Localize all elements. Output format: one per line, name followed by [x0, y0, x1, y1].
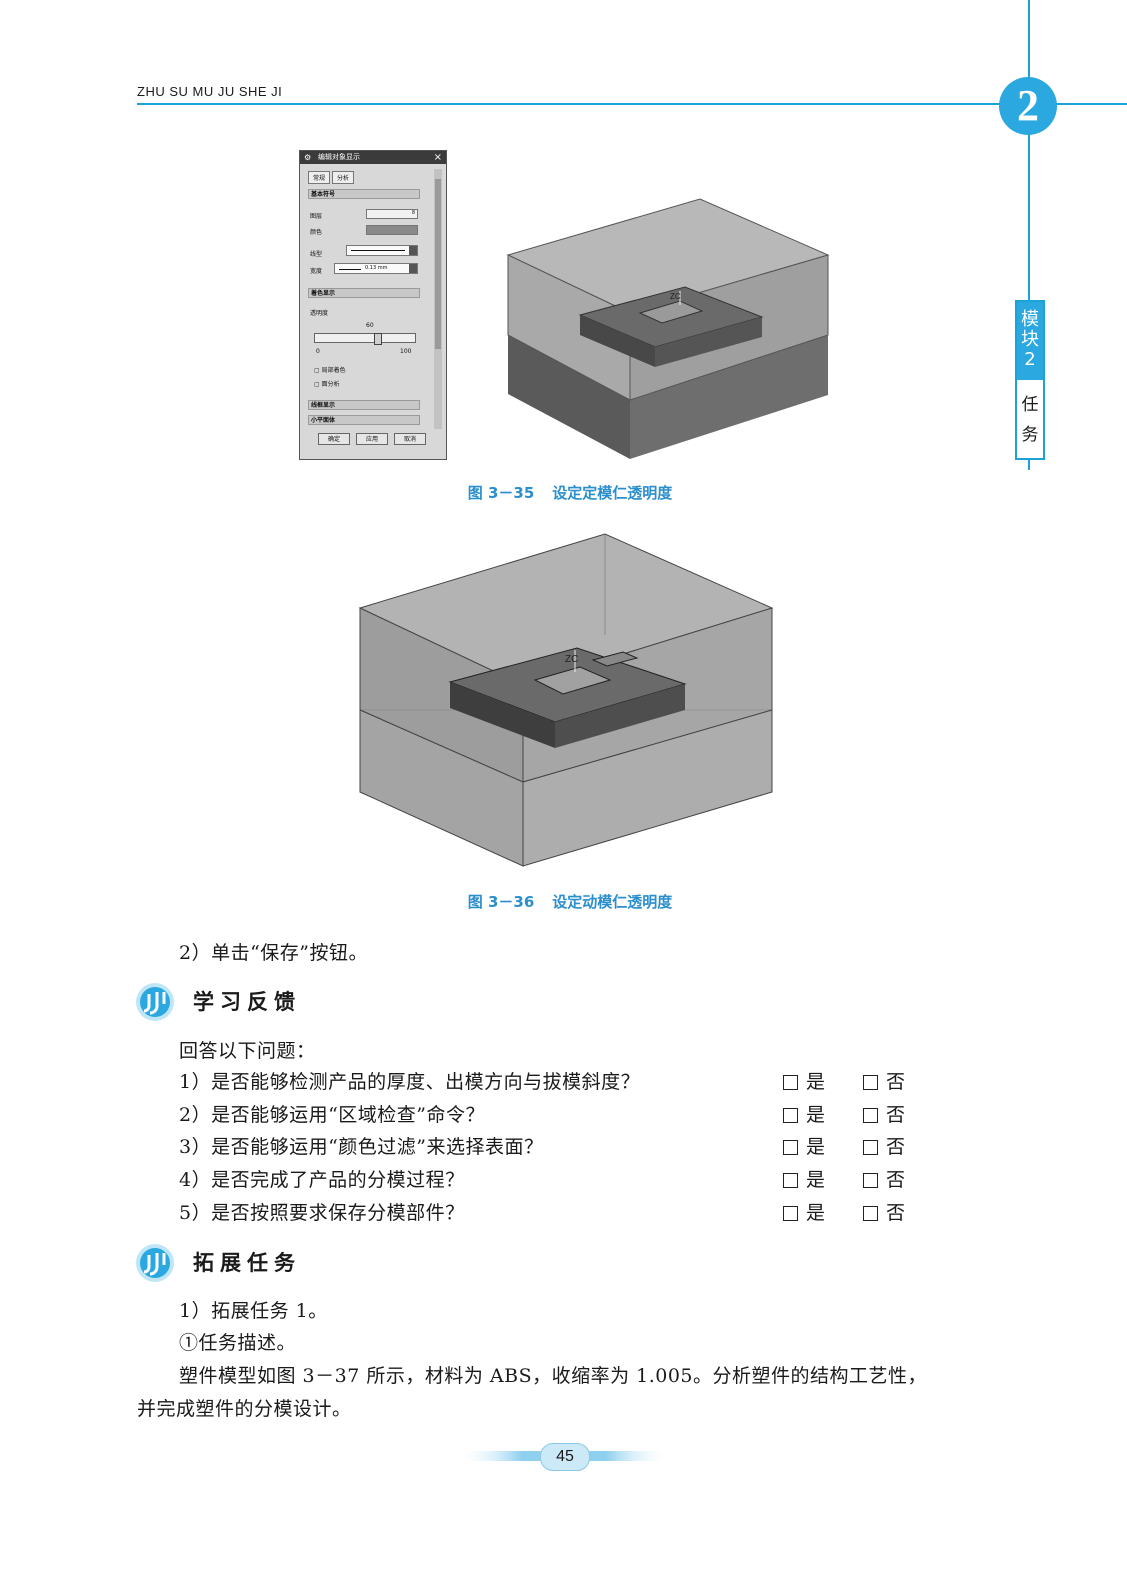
feedback-question: 3）是否能够运用“颜色过滤”来选择表面？ 是 否	[179, 1131, 939, 1163]
no-option[interactable]: 否	[863, 1131, 906, 1163]
section-facet-body: 小平面体	[308, 415, 420, 425]
gear-icon: ⚙	[304, 153, 312, 162]
checkbox[interactable]	[863, 1206, 878, 1221]
mold-figure-3-36: ZC	[358, 533, 774, 867]
feedback-question: 4）是否完成了产品的分模过程？ 是 否	[179, 1164, 939, 1196]
width-label: 宽度	[310, 268, 323, 275]
color-label: 颜色	[310, 229, 323, 236]
side-rule	[1028, 0, 1030, 470]
step-save: 2）单击“保存”按钮。	[179, 942, 369, 964]
checkbox[interactable]	[863, 1075, 878, 1090]
no-option[interactable]: 否	[863, 1099, 906, 1131]
checkbox[interactable]	[783, 1140, 798, 1155]
section-shaded-display: 着色显示	[308, 288, 420, 298]
module-side-tab: 模 块 2 任 务	[1015, 300, 1045, 460]
checkbox[interactable]	[783, 1075, 798, 1090]
product-side-right	[555, 684, 685, 748]
section-badge-icon	[136, 1244, 174, 1282]
linetype-label: 线型	[310, 251, 323, 258]
tab-general: 常规	[308, 171, 331, 184]
task-tab-label: 任 务	[1021, 395, 1039, 445]
transparency-slider	[314, 333, 416, 345]
product-side-left	[450, 682, 555, 748]
edit-object-display-dialog: ⚙ 编辑对象显示 × 常规分析 基本符号 图层 8 颜色 线型 宽度 0.13 …	[299, 150, 447, 460]
section-title-learning-feedback: 学习反馈	[193, 990, 301, 1014]
apply-button: 应用	[356, 433, 388, 445]
dialog-scrollbar	[434, 169, 442, 429]
yes-option[interactable]: 是	[783, 1197, 826, 1229]
product-pocket	[638, 300, 704, 324]
tab-analysis: 分析	[332, 171, 355, 184]
header-rule	[137, 103, 1127, 105]
no-option[interactable]: 否	[863, 1066, 906, 1098]
face-analysis-checkbox: ▢ 面分析	[314, 381, 340, 388]
ok-button: 确定	[318, 433, 350, 445]
feedback-question: 2）是否能够运用“区域检查”命令？ 是 否	[179, 1099, 939, 1131]
mold-figure-3-35: ZC	[506, 198, 830, 459]
width-select: 0.13 mm	[334, 263, 418, 274]
chapter-number-badge: 2	[999, 77, 1057, 135]
core-block-front-left	[508, 335, 630, 459]
layer-field: 8	[366, 209, 418, 219]
yes-option[interactable]: 是	[783, 1066, 826, 1098]
module-tab-label: 模 块 2	[1017, 302, 1043, 380]
yes-option[interactable]: 是	[783, 1131, 826, 1163]
product-side-left	[580, 315, 655, 367]
slider-max: 100	[400, 348, 412, 355]
section-wireframe: 线框显示	[308, 400, 420, 410]
feedback-question: 1）是否能够检测产品的厚度、出模方向与拔模斜度？ 是 否	[179, 1066, 939, 1098]
no-option[interactable]: 否	[863, 1197, 906, 1229]
core-block-front-right	[630, 335, 828, 459]
section-basic-symbols: 基本符号	[308, 189, 420, 199]
transparency-label: 透明度	[310, 310, 329, 317]
no-option[interactable]: 否	[863, 1164, 906, 1196]
dialog-tabs: 常规分析	[308, 171, 356, 184]
feedback-intro: 回答以下问题：	[179, 1040, 316, 1062]
extension-item: 1）拓展任务 1。	[179, 1300, 328, 1322]
product-side-right	[655, 317, 762, 367]
checkbox[interactable]	[783, 1173, 798, 1188]
page-number: 45	[540, 1443, 590, 1471]
product-slot	[591, 651, 639, 667]
dialog-title-bar: ⚙ 编辑对象显示 ×	[300, 151, 446, 164]
layer-label: 图层	[310, 213, 323, 220]
checkbox[interactable]	[863, 1108, 878, 1123]
partial-shading-checkbox: ▢ 局部着色	[314, 367, 346, 374]
checkbox[interactable]	[863, 1173, 878, 1188]
extension-subitem: ①任务描述。	[179, 1332, 297, 1354]
checkbox[interactable]	[783, 1108, 798, 1123]
core-block-front-right	[522, 709, 773, 867]
close-icon: ×	[433, 152, 442, 163]
checkbox[interactable]	[863, 1140, 878, 1155]
product-pocket	[533, 666, 612, 695]
checkbox[interactable]	[783, 1206, 798, 1221]
yes-option[interactable]: 是	[783, 1164, 826, 1196]
feedback-question: 5）是否按照要求保存分模部件？ 是 否	[179, 1197, 939, 1229]
zc-axis-label: ZC	[670, 292, 681, 301]
running-header: ZHU SU MU JU SHE JI	[137, 84, 283, 99]
yes-option[interactable]: 是	[783, 1099, 826, 1131]
cancel-button: 取消	[394, 433, 426, 445]
section-title-extension-task: 拓展任务	[193, 1251, 301, 1275]
linetype-select	[346, 245, 418, 256]
zc-axis-label: ZC	[565, 654, 578, 665]
extension-description-line-2: 并完成塑件的分模设计。	[137, 1398, 352, 1420]
section-badge-icon	[136, 983, 174, 1021]
color-swatch	[366, 225, 418, 235]
slider-handle	[374, 333, 382, 345]
extension-description-line-1: 塑件模型如图 3－37 所示，材料为 ABS，收缩率为 1.005。分析塑件的结…	[179, 1365, 928, 1387]
slider-min: 0	[316, 348, 320, 355]
transparency-value: 60	[366, 322, 374, 329]
